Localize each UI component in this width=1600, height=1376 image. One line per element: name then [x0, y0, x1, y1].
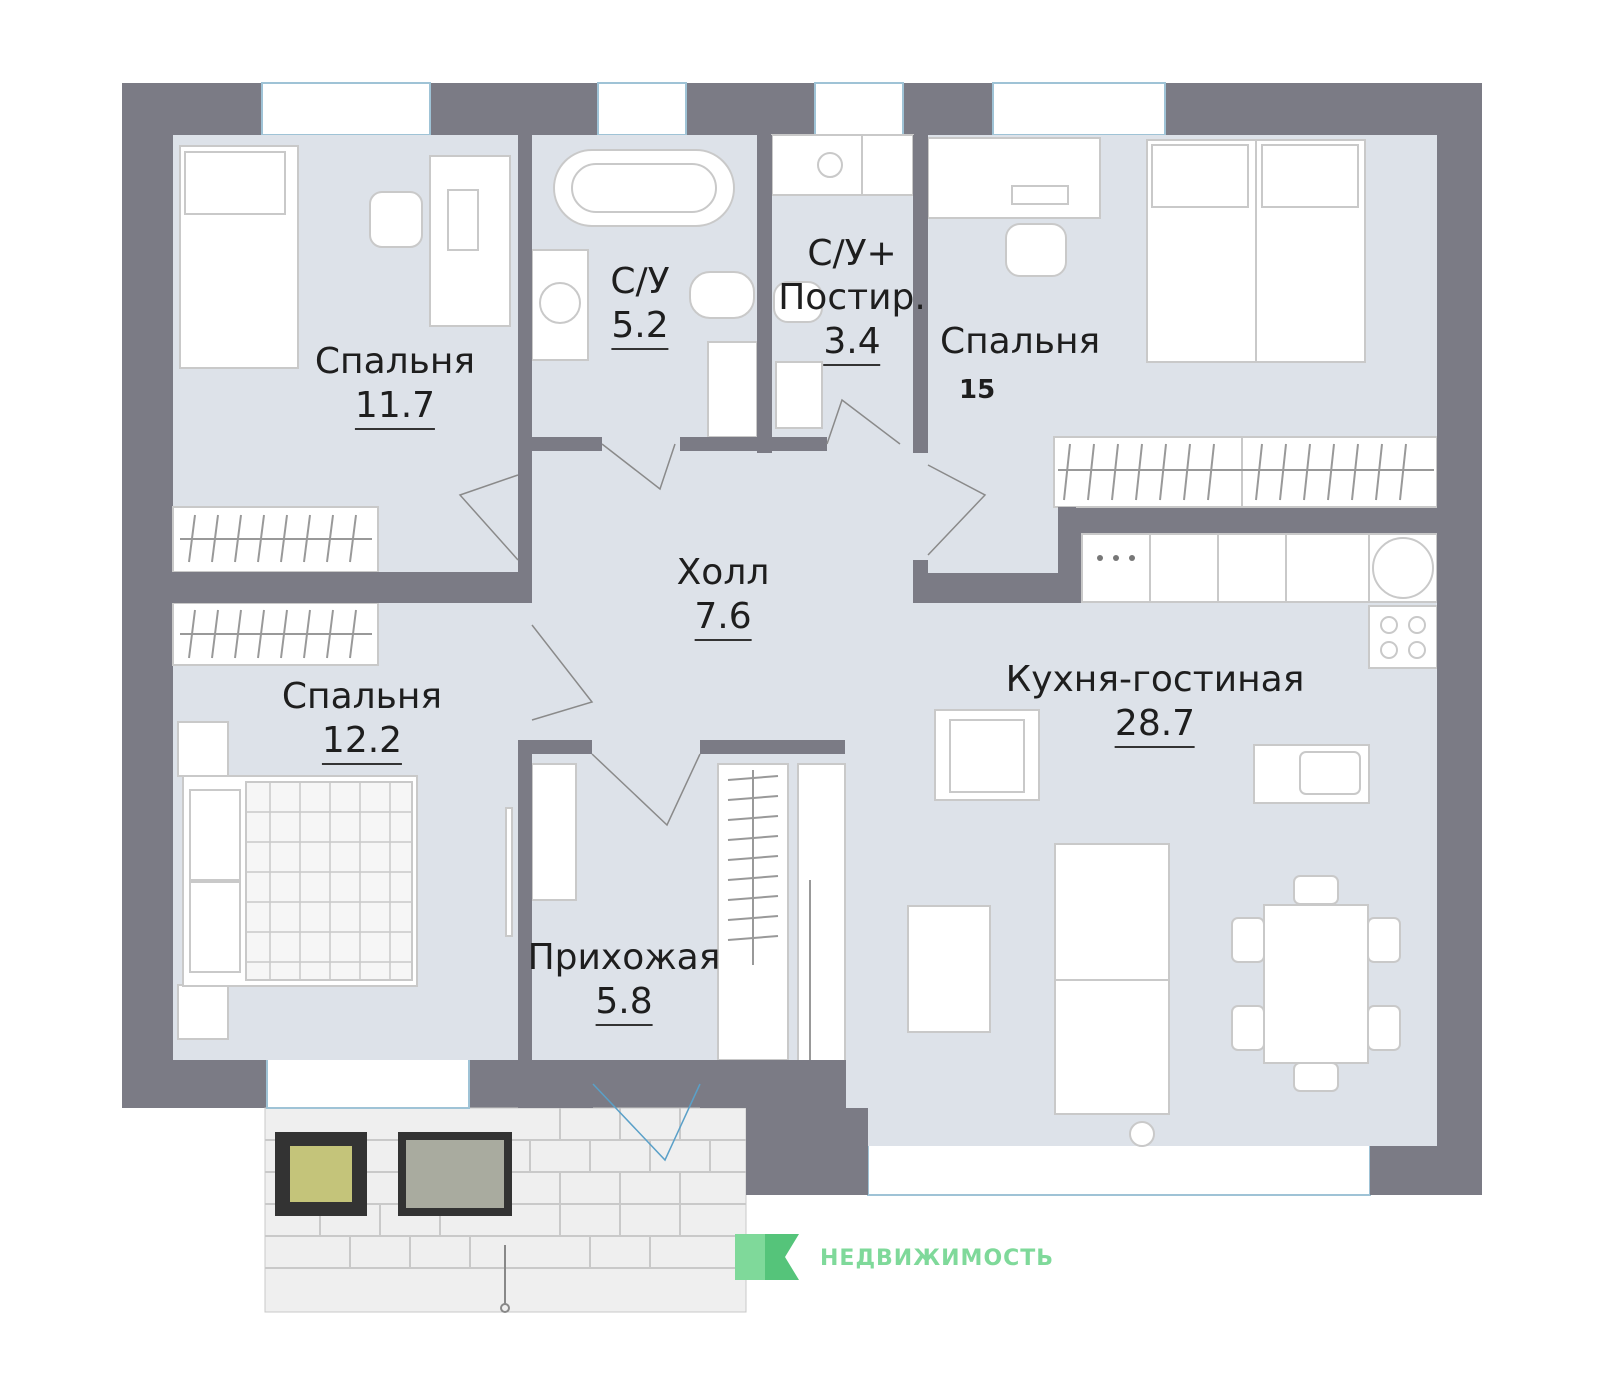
cooktop — [1368, 605, 1438, 669]
entrance-furniture — [531, 763, 846, 1147]
counter-top — [1081, 533, 1370, 603]
watermark-logo-icon — [735, 1234, 799, 1280]
room-label-bedroom-3: Спальня 12.2 — [282, 675, 442, 765]
bed-quilt — [246, 782, 412, 980]
door-entrance — [591, 753, 701, 827]
room-name: С/У — [610, 261, 670, 302]
room-area: 3.4 — [823, 320, 881, 366]
entrance-floor — [532, 754, 845, 1060]
stars-mark — [1097, 555, 1135, 561]
desk-2 — [927, 137, 1101, 219]
room-name: Холл — [676, 552, 770, 593]
hangers-hall — [727, 770, 779, 965]
bath-cabinet — [707, 341, 758, 438]
watermark-text: НЕДВИЖИМОСТЬ — [820, 1246, 1055, 1271]
room-area: 15 — [959, 375, 996, 405]
laundry-toilet — [773, 281, 823, 323]
room-name: Спальня — [314, 341, 476, 382]
nightstand-2 — [177, 984, 229, 1040]
chair-1 — [369, 191, 423, 248]
door-balcony — [592, 1083, 701, 1162]
hall-floor — [532, 437, 928, 754]
door-bedroom-3 — [531, 624, 594, 721]
hangers-2 — [1058, 443, 1434, 501]
room-label-kitchen-living: Кухня-гостиная 28.7 — [1005, 658, 1305, 748]
door-bedroom-2 — [927, 464, 987, 556]
bedroom-1-furniture — [172, 145, 511, 573]
room-name: Прихожая — [527, 937, 721, 978]
door-laundry — [826, 398, 901, 445]
room-area: 7.6 — [694, 595, 752, 641]
room-label-bathroom: С/У 5.2 — [610, 260, 670, 350]
hangers-3 — [180, 609, 372, 659]
toilet — [689, 271, 755, 319]
sliding-door — [505, 807, 513, 937]
room-label-hall: Холл 7.6 — [676, 551, 770, 641]
room-name: Спальня — [940, 321, 1101, 362]
interior-walls — [172, 135, 1482, 1195]
room-area: 5.2 — [611, 304, 669, 350]
room-area: 5.8 — [595, 980, 653, 1026]
door-bedroom-1 — [458, 474, 519, 561]
kitchen-furniture — [907, 533, 1438, 1147]
floor-lamp — [1129, 1121, 1155, 1147]
dining-table — [1263, 904, 1369, 1064]
chair-2 — [1005, 223, 1067, 277]
room-name: Спальня — [281, 676, 443, 717]
doors — [458, 398, 987, 1162]
room-name-line2: Постир. — [778, 277, 926, 318]
bedroom-2-furniture — [927, 137, 1438, 508]
room-area: 11.7 — [354, 384, 436, 430]
room-name-line1: С/У+ — [807, 233, 897, 274]
room-area: 12.2 — [321, 719, 403, 765]
laundry-basin — [775, 361, 823, 429]
hangers-1 — [180, 514, 372, 563]
room-area: 28.7 — [1114, 702, 1196, 748]
door-bathroom — [601, 443, 676, 491]
room-label-entrance: Прихожая 5.8 — [527, 936, 721, 1026]
room-label-bedroom-2: Спальня 15 — [940, 320, 1100, 412]
windows — [261, 82, 1371, 1196]
room-label-bedroom-1: Спальня 11.7 — [315, 340, 475, 430]
shoe-cabinet — [531, 763, 577, 901]
bathroom-furniture — [531, 149, 758, 438]
room-label-bathroom-laundry: С/У+ Постир. 3.4 — [778, 232, 926, 366]
room-name: Кухня-гостиная — [1005, 659, 1305, 700]
nightstand-1 — [177, 721, 229, 777]
coffee-table — [907, 905, 991, 1033]
